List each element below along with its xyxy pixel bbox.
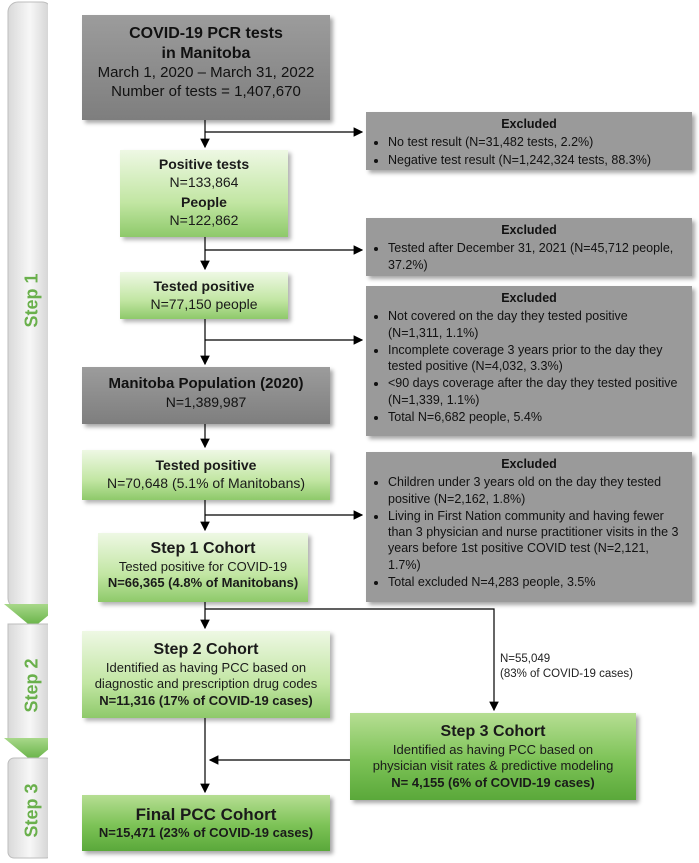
exclusion-item: Not covered on the day they tested posit… xyxy=(388,308,684,341)
exclusion-box-1: Excluded No test result (N=31,482 tests,… xyxy=(366,112,692,170)
step2-segment xyxy=(7,623,48,741)
exclusion-title-3: Excluded xyxy=(501,291,557,305)
exclusion-title-1: Excluded xyxy=(501,117,557,131)
tested-positive-label-1: Tested positive xyxy=(153,278,255,294)
step1-cohort-value: N=66,365 (4.8% of Manitobans) xyxy=(107,575,299,591)
exclusion-title-2: Excluded xyxy=(501,223,557,237)
exclusion-item: Total excluded N=4,283 people, 3.5% xyxy=(388,574,684,590)
step1-cohort-title: Step 1 Cohort xyxy=(150,540,256,557)
population-box: Manitoba Population (2020) N=1,389,987 xyxy=(82,367,330,424)
people-label: People xyxy=(181,194,227,210)
step3-segment xyxy=(7,757,48,859)
step3-cohort-line1: Identified as having PCC based on xyxy=(392,742,594,757)
step2-chevron xyxy=(4,738,48,762)
step3-cohort-line2: physician visit rates & predictive model… xyxy=(372,758,614,774)
tested-positive-value-2: N=70,648 (5.1% of Manitobans) xyxy=(106,474,306,491)
final-cohort-value: N=15,471 (23% of COVID-19 cases) xyxy=(98,825,314,841)
all-tests-dates: March 1, 2020 – March 31, 2022 xyxy=(97,64,315,81)
step-bar xyxy=(4,1,48,859)
final-cohort-title: Final PCC Cohort xyxy=(135,805,277,824)
step1-cohort-box: Step 1 Cohort Tested positive for COVID-… xyxy=(98,533,308,602)
step2-cohort-box: Step 2 Cohort Identified as having PCC b… xyxy=(82,631,330,718)
tested-positive-value-1: N=77,150 people xyxy=(150,295,258,312)
final-cohort-box: Final PCC Cohort N=15,471 (23% of COVID-… xyxy=(82,795,330,851)
positive-tests-label: Positive tests xyxy=(158,156,250,172)
step3-cohort-title: Step 3 Cohort xyxy=(440,723,546,740)
exclusion-item: Incomplete coverage 3 years prior to the… xyxy=(388,342,684,375)
positive-tests-value: N=133,864 xyxy=(169,173,239,190)
branch-note: N=55,049 (83% of COVID-19 cases) xyxy=(500,652,633,682)
people-value: N=122,862 xyxy=(169,211,239,228)
branch-note-percent: (83% of COVID-19 cases) xyxy=(500,667,633,680)
population-value: N=1,389,987 xyxy=(165,393,247,410)
step3-cohort-box: Step 3 Cohort Identified as having PCC b… xyxy=(350,713,636,800)
exclusion-item: Tested after December 31, 2021 (N=45,712… xyxy=(388,240,684,273)
step1-chevron xyxy=(4,604,48,628)
population-label: Manitoba Population (2020) xyxy=(108,375,304,392)
exclusion-title-4: Excluded xyxy=(501,457,557,471)
step2-cohort-line2: diagnostic and prescription drug codes xyxy=(94,676,318,692)
tested-positive-label-2: Tested positive xyxy=(155,457,257,473)
exclusion-box-4: Excluded Children under 3 years old on t… xyxy=(366,452,692,602)
positive-tests-box: Positive tests N=133,864 People N=122,86… xyxy=(120,150,288,237)
exclusion-box-3: Excluded Not covered on the day they tes… xyxy=(366,286,692,436)
all-tests-box: COVID-19 PCR tests in Manitoba March 1, … xyxy=(82,15,330,120)
exclusion-item: Children under 3 years old on the day th… xyxy=(388,474,684,507)
exclusion-item: No test result (N=31,482 tests, 2.2%) xyxy=(388,134,684,150)
exclusion-box-2: Excluded Tested after December 31, 2021 … xyxy=(366,218,692,276)
all-tests-count: Number of tests = 1,407,670 xyxy=(111,82,301,100)
exclusion-item: Negative test result (N=1,242,324 tests,… xyxy=(388,152,684,168)
exclusion-item: Living in First Nation community and hav… xyxy=(388,508,684,573)
exclusion-item: <90 days coverage after the day they tes… xyxy=(388,375,684,408)
branch-note-count: N=55,049 xyxy=(500,653,551,665)
step3-cohort-value: N= 4,155 (6% of COVID-19 cases) xyxy=(391,774,595,790)
arrow-step1-to-step3 xyxy=(205,608,499,712)
step2-cohort-line1: Identified as having PCC based on xyxy=(105,660,307,675)
tested-positive-box-1: Tested positive N=77,150 people xyxy=(120,272,288,319)
exclusion-item: Total N=6,682 people, 5.4% xyxy=(388,409,684,425)
all-tests-title-1: COVID-19 PCR tests xyxy=(129,25,283,42)
step2-cohort-value: N=11,316 (17% of COVID-19 cases) xyxy=(99,692,313,708)
tested-positive-box-2: Tested positive N=70,648 (5.1% of Manito… xyxy=(82,450,330,500)
all-tests-title-2: in Manitoba xyxy=(161,45,251,62)
step1-cohort-line: Tested positive for COVID-19 xyxy=(118,559,288,574)
step2-cohort-title: Step 2 Cohort xyxy=(153,641,259,658)
